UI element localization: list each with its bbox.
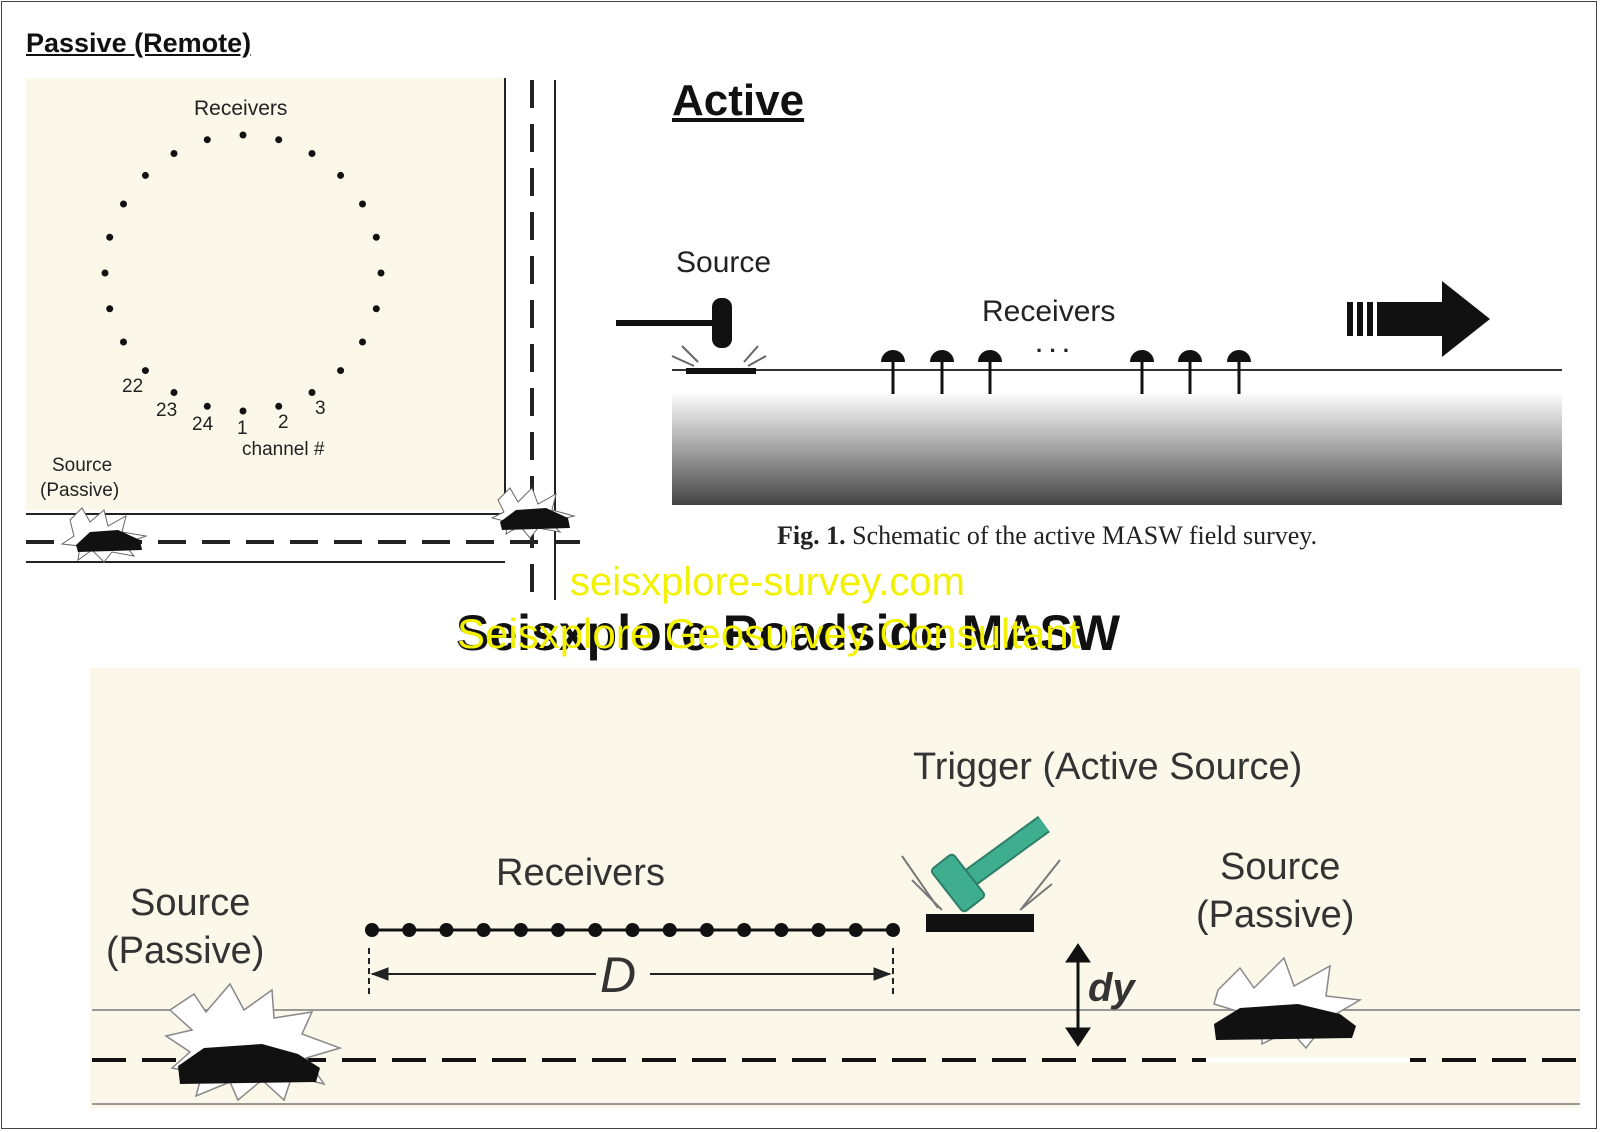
channel-number: 3 [315,398,326,419]
receiver-dot [886,923,900,937]
receiver-dot [737,923,752,937]
active-receivers-label: Receivers [982,295,1116,328]
roadside-heading: Seisxplore Roadside MASW [456,605,1121,661]
offset-label: dy [1088,966,1135,1010]
passive-panel-title: Passive (Remote) [26,28,252,58]
active-panel-title: Active [672,76,805,125]
right-source-label: Source [1220,846,1341,888]
receiver-dot [662,923,677,937]
geophone-icon [1130,350,1154,394]
receiver-dot [365,923,379,937]
left-source-sublabel: (Passive) [106,930,265,972]
figure-caption: Fig. 1. Schematic of the active MASW fie… [777,521,1317,551]
channel-number: 1 [237,418,248,439]
receiver-dot [275,136,283,144]
geophone-icon [978,350,1002,394]
receiver-dot [774,923,789,937]
receiver-dot [308,389,316,397]
receiver-dot [513,923,528,937]
receiver-dot [476,923,491,937]
active-source-label: Source [676,246,772,279]
caption-text: Schematic of the active MASW field surve… [852,521,1318,550]
receiver-dot [372,233,380,241]
channel-label: channel # [242,439,325,460]
receiver-dot [551,923,566,937]
trigger-label: Trigger (Active Source) [913,746,1303,788]
watermark-url: seisxplore-survey.com [570,560,965,604]
geophone-icon [1227,350,1251,394]
right-source-sublabel: (Passive) [1196,894,1355,936]
receiver-ring [101,131,385,415]
channel-number: 23 [156,400,178,421]
receiver-dot [106,233,114,241]
receiver-dot [119,338,127,346]
receiver-dot [588,923,603,937]
receiver-dot [170,149,178,157]
receiver-dot [402,923,417,937]
trigger-hammer-icon [901,815,1061,932]
channel-number: 22 [122,376,144,397]
receiver-dot [141,171,149,179]
passive-receivers-label: Receivers [194,97,288,120]
passive-source-sublabel: (Passive) [40,480,120,501]
receiver-dot [372,305,380,313]
soil-layer [672,392,1562,505]
receiver-dot [170,389,178,397]
geophone-icon [930,350,954,394]
receiver-dot [359,200,367,208]
car-burst-icon [490,487,576,539]
hammer-icon [616,298,767,374]
passive-source-label: Source [52,455,113,476]
receiver-dot [848,923,863,937]
receiver-line [365,923,900,937]
car-burst-icon [60,507,148,563]
receiver-dot [377,269,385,277]
arrow-right-icon [1347,281,1490,357]
receiver-dot [308,149,316,157]
receiver-dot [337,171,345,179]
receiver-dot [239,131,247,139]
receiver-dot [141,367,149,375]
receiver-dot [359,338,367,346]
receiver-dot [699,923,714,937]
roadside-receivers-label: Receivers [496,852,665,894]
offset-arrow-icon [1065,943,1091,1047]
receiver-dot [119,200,127,208]
receiver-dot [337,367,345,375]
spacing-dimension [368,948,894,998]
geophone-icon [1178,350,1202,394]
left-source-label: Source [130,882,251,924]
passive-panel-bg [26,78,504,510]
spacing-label: D [600,947,637,1003]
receiver-dot [106,305,114,313]
receiver-dot [239,407,247,415]
receiver-dot [625,923,640,937]
channel-number: 24 [192,414,214,435]
receiver-dot [275,402,283,410]
receiver-dot [101,269,109,277]
receiver-dot [203,136,211,144]
receiver-dot [439,923,454,937]
caption-prefix: Fig. 1. [777,521,846,550]
receiver-dot [811,923,826,937]
geophone-row [881,350,1251,394]
watermark-company: Seisxplore Geosurvey Consultant [457,610,1081,657]
geophone-icon [881,350,905,394]
receiver-dot [203,402,211,410]
car-burst-icon [164,982,343,1102]
channel-number: 2 [278,412,289,433]
car-burst-icon [1206,956,1410,1063]
ellipsis: · · · [1036,338,1071,363]
